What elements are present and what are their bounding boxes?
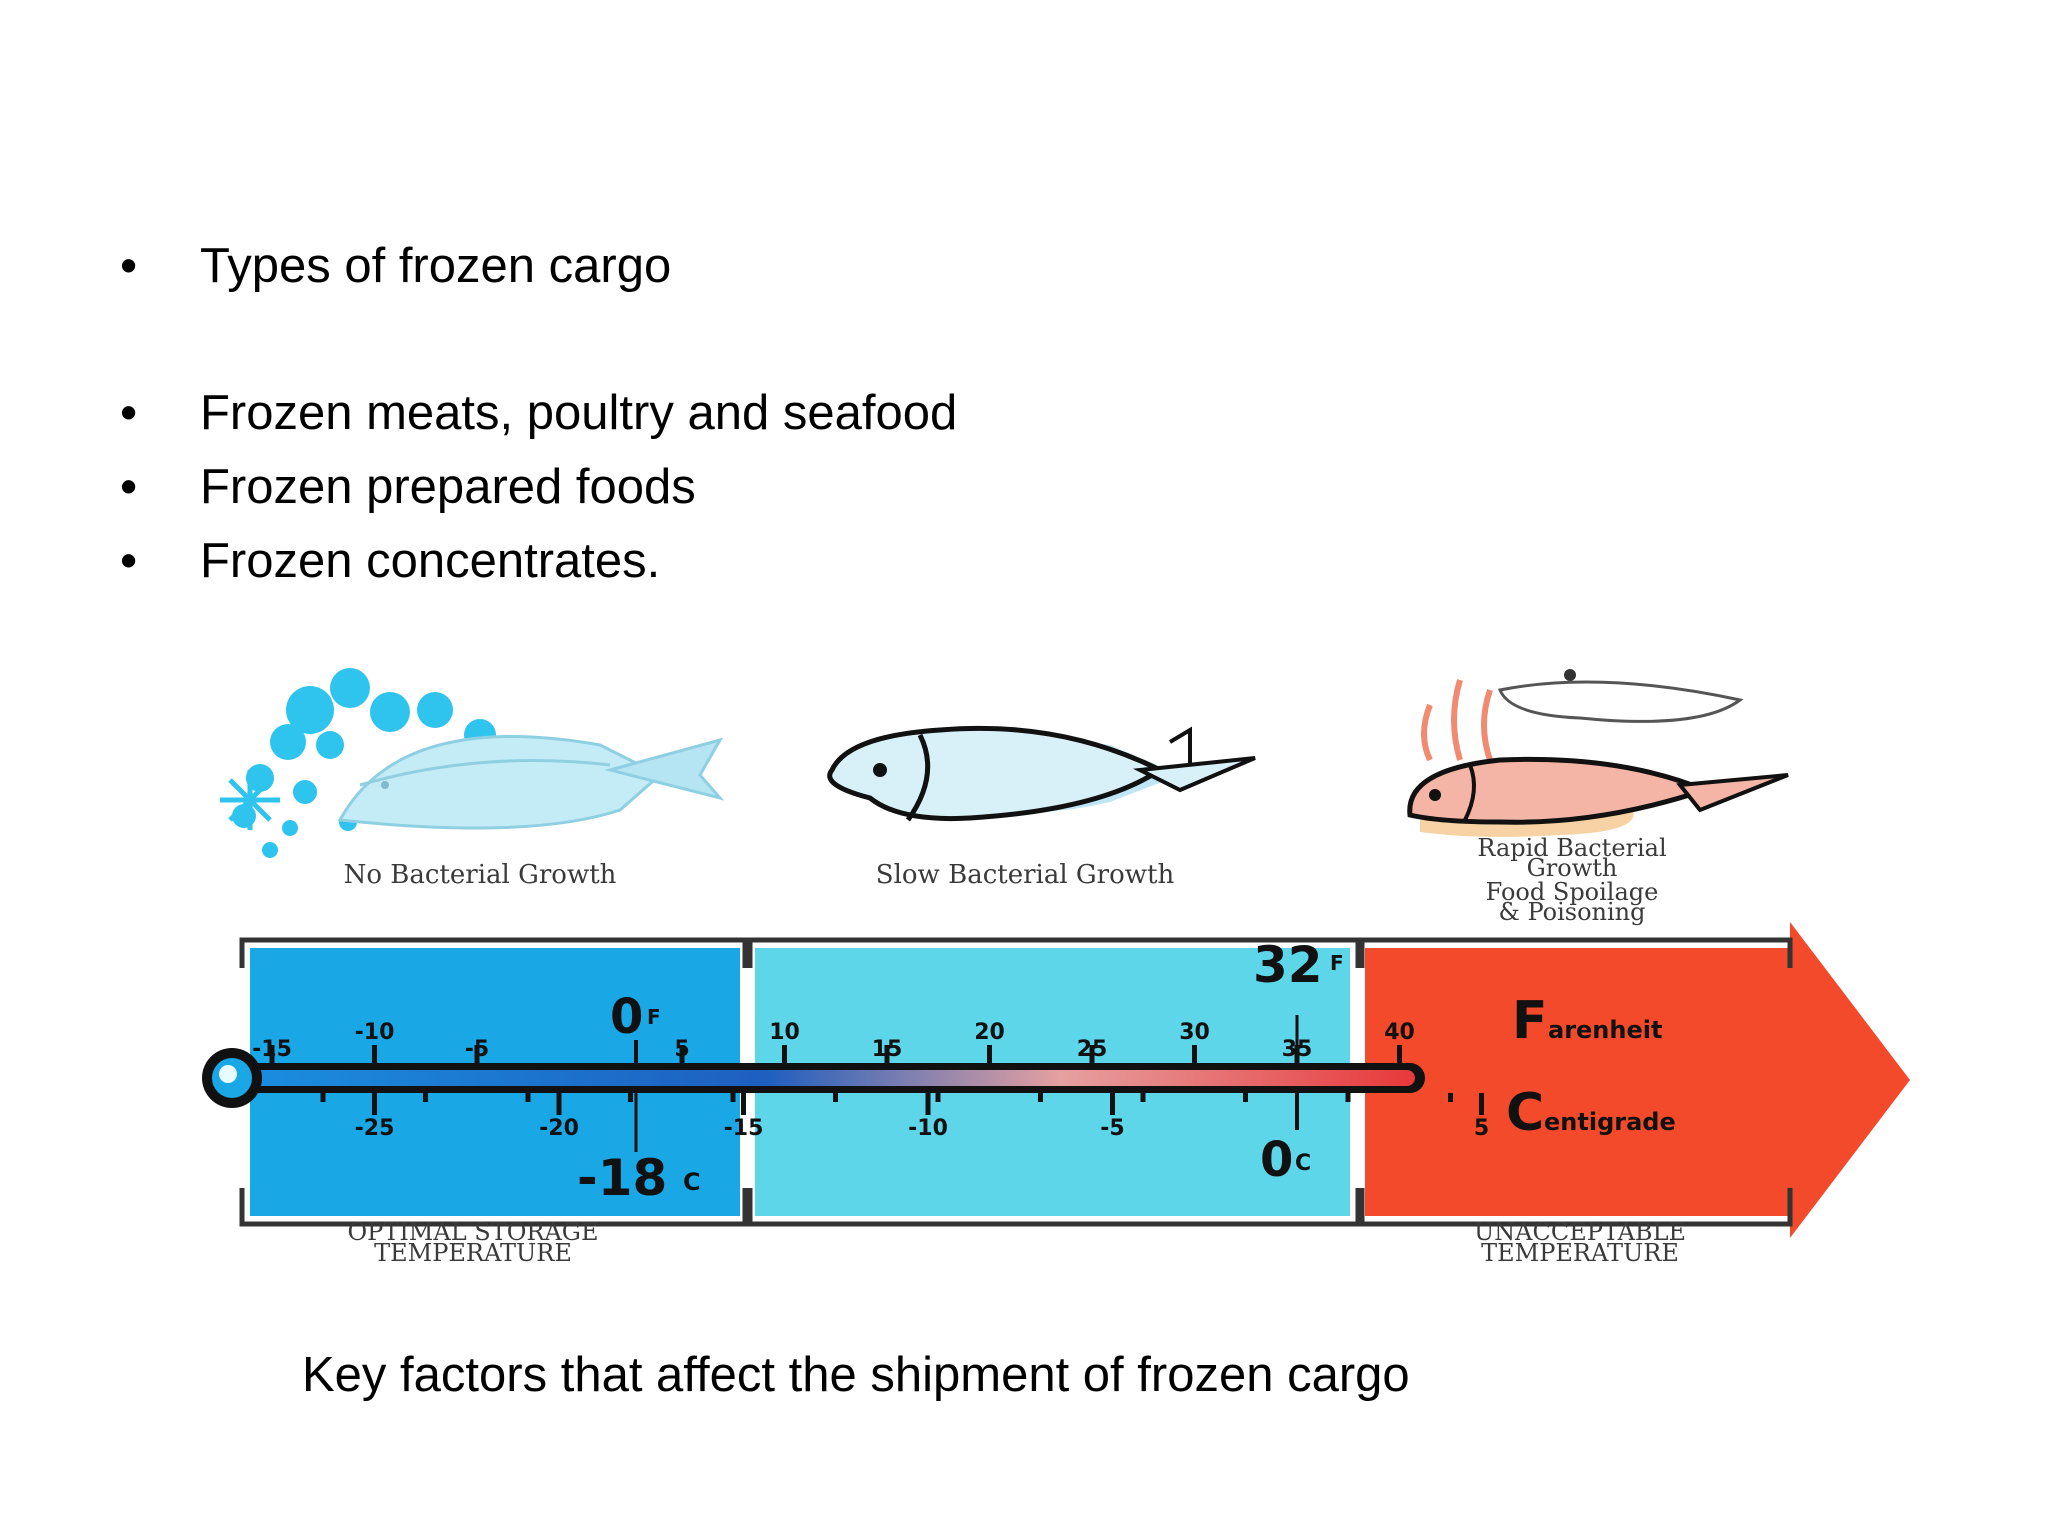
bullet-text: Frozen meats, poultry and seafood — [200, 386, 958, 440]
unacceptable-label-1: UNACCEPTABLE — [1474, 1218, 1686, 1246]
fahrenheit-tick-label: -10 — [355, 1020, 395, 1045]
bullet-marker: • — [120, 386, 138, 440]
centigrade-label: entigrade — [1544, 1108, 1676, 1136]
freezing-f-unit: F — [1330, 951, 1344, 975]
bullet-text: Frozen prepared foods — [200, 460, 696, 514]
fahrenheit-tick-label: 15 — [872, 1037, 903, 1062]
bullet-marker: • — [120, 534, 138, 588]
bullet-marker: • — [120, 460, 138, 514]
no-growth-label: No Bacterial Growth — [344, 860, 617, 890]
rapid-growth-label-2: Growth — [1527, 854, 1618, 882]
centigrade-scale: -25 -20 -15 -10 -5 5 — [355, 1093, 1489, 1141]
rapid-growth-label-1: Rapid Bacterial — [1477, 834, 1666, 862]
centigrade-tick-label: -25 — [355, 1116, 395, 1141]
centigrade-tick-label: -5 — [1100, 1116, 1124, 1141]
centigrade-tick-label: 5 — [1474, 1116, 1489, 1141]
bullet-marker: • — [120, 239, 138, 293]
fahrenheit-tick-label: 30 — [1179, 1020, 1210, 1045]
optimal-label-2: TEMPERATURE — [374, 1239, 572, 1267]
thermometer-icon — [202, 1048, 1425, 1108]
bullet-text: Frozen concentrates. — [200, 534, 661, 588]
zero-f-unit: F — [647, 1005, 661, 1029]
centigrade-tick-label: -10 — [908, 1116, 948, 1141]
fahrenheit-label: arenheit — [1548, 1016, 1662, 1044]
zero-c-value: 0 — [1260, 1132, 1293, 1188]
unacceptable-label-2: TEMPERATURE — [1481, 1239, 1679, 1267]
freezing-f-value: 32 — [1253, 936, 1323, 994]
temperature-diagram: No Bacterial Growth Slow Bacterial Growt… — [180, 570, 1940, 1290]
fahrenheit-cap: F — [1512, 991, 1548, 1051]
bullet-list: • Types of frozen cargo • Frozen meats, … — [0, 0, 2048, 620]
spoiled-fish-icon — [1407, 669, 1789, 837]
fahrenheit-tick-label: 5 — [674, 1037, 689, 1062]
fahrenheit-tick-label: -15 — [252, 1037, 292, 1062]
fahrenheit-tick-label: 40 — [1384, 1020, 1415, 1045]
centigrade-tick-label: -15 — [724, 1116, 764, 1141]
centigrade-cap: C — [1506, 1083, 1544, 1143]
fahrenheit-tick-label: 25 — [1077, 1037, 1108, 1062]
bullet-text: Types of frozen cargo — [200, 239, 672, 293]
slow-growth-label: Slow Bacterial Growth — [876, 860, 1175, 890]
storage-c-unit: C — [683, 1168, 701, 1196]
centigrade-tick-label: -20 — [539, 1116, 579, 1141]
optimal-label-1: OPTIMAL STORAGE — [347, 1218, 598, 1246]
slide-caption: Key factors that affect the shipment of … — [302, 1348, 1410, 1402]
fahrenheit-tick-label: -5 — [465, 1037, 489, 1062]
hot-zone-arrow — [1365, 922, 1910, 1238]
spoilage-label-2: & Poisoning — [1498, 898, 1645, 926]
cool-fish-icon — [827, 725, 1256, 822]
zero-f-value: 0 — [610, 989, 643, 1045]
frozen-fish-icon — [337, 735, 725, 830]
storage-c-value: -18 — [577, 1149, 667, 1207]
spoilage-label-1: Food Spoilage — [1486, 878, 1659, 906]
zero-c-unit: C — [1295, 1151, 1311, 1176]
zone-brackets — [239, 937, 1793, 1227]
fahrenheit-tick-label: 20 — [974, 1020, 1005, 1045]
fahrenheit-tick-label: 10 — [769, 1020, 800, 1045]
